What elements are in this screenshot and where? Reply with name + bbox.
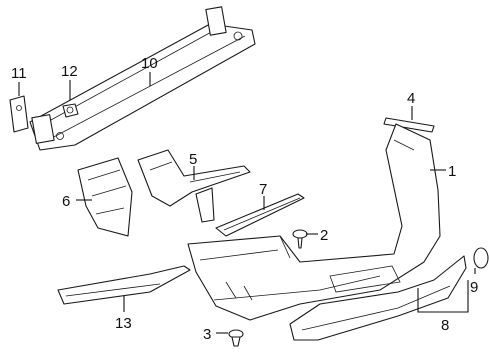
part-2-screw: [292, 229, 308, 249]
part-4-trim-strip: [383, 117, 435, 133]
callout-13: 13: [115, 315, 132, 332]
part-7-absorber: [215, 193, 305, 237]
callout-1: 1: [448, 163, 456, 180]
part-12-nut: [62, 103, 79, 118]
part-8-diffuser: [289, 255, 467, 341]
part-11-bracket: [9, 95, 29, 133]
leader-8: [417, 280, 469, 313]
leader-lines: [18, 72, 476, 334]
part-13-reflector: [57, 265, 191, 305]
callout-4: 4: [407, 90, 415, 107]
part-3-clip: [228, 329, 244, 347]
part-9-cap: [473, 247, 489, 269]
callout-11: 11: [11, 65, 27, 82]
callout-10: 10: [141, 55, 158, 72]
callout-2: 2: [320, 227, 328, 244]
callout-3: 3: [203, 326, 211, 343]
callout-8: 8: [441, 317, 449, 334]
callout-9: 9: [470, 279, 478, 296]
part-6-side-bracket: [77, 157, 133, 237]
callout-7: 7: [259, 181, 267, 198]
callout-6: 6: [62, 193, 70, 210]
callout-5: 5: [189, 151, 197, 168]
callout-12: 12: [61, 63, 78, 80]
callout-numbers: 1 2 3 4 5 6 7 8 9 10 11 12 13: [11, 55, 478, 343]
part-10-reinforcement-bar: [29, 6, 256, 151]
part-1-bumper-cover: [187, 123, 441, 321]
